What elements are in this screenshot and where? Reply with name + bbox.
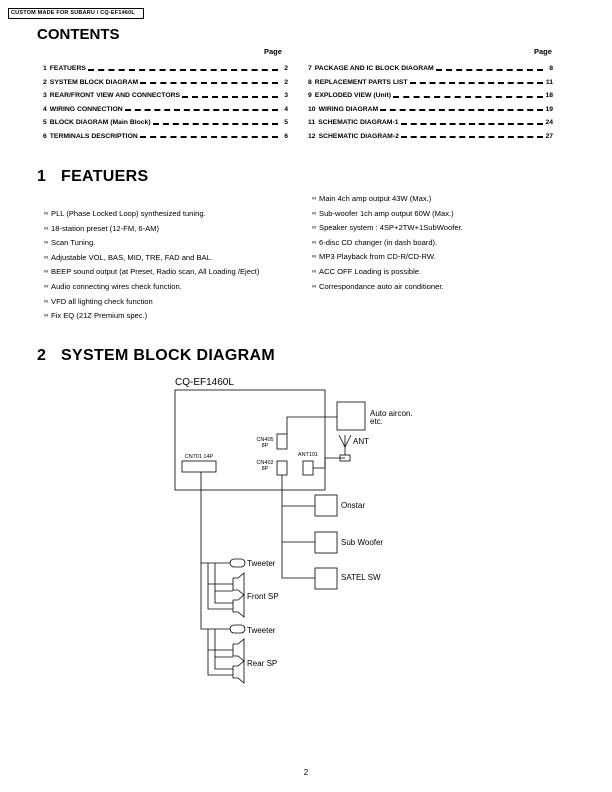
- feature-item: ∞Scan Tuning.: [44, 238, 96, 248]
- onstar-label: Onstar: [341, 501, 366, 510]
- feature-item: ∞Sub-woofer 1ch amp output 60W (Max.): [312, 208, 454, 218]
- feature-item: ∞PLL (Phase Locked Loop) synthesized tun…: [44, 209, 206, 218]
- rear-sp-label: Rear SP: [247, 659, 278, 668]
- feature-item: ∞Adjustable VOL, BAS, MID, TRE, FAD and …: [44, 252, 213, 262]
- feature-item: ∞ACC OFF Loading is possible.: [312, 266, 422, 276]
- unit-name-label: CQ-EF1460L: [175, 377, 234, 388]
- cn701-label: CN701 14P: [184, 454, 214, 460]
- system-block-diagram: CQ-EF1460L CN405 8P CN402 8P ANT101 CN70…: [160, 375, 460, 695]
- toc-page-header-right: Page: [534, 47, 552, 56]
- auto-aircon-label: Auto aircon.: [370, 409, 413, 418]
- front-sp-label: Front SP: [247, 592, 279, 601]
- doc-header-tag: CUSTOM MADE FOR SUBARU / CQ-EF1460L: [8, 8, 144, 19]
- feature-item: ∞Speaker system : 4SP+2TW+1SubWoofer.: [312, 223, 463, 233]
- feature-item: ∞MP3 Playback from CD-R/CD-RW.: [312, 252, 436, 262]
- feature-item: ∞BEEP sound output (at Preset, Radio sca…: [44, 267, 260, 277]
- front-tweeter-label: Tweeter: [247, 559, 276, 568]
- cn402-pins-label: 8P: [261, 466, 269, 472]
- cn405-label: CN405: [256, 437, 274, 443]
- feature-item: ∞Audio connecting wires check function.: [44, 281, 182, 291]
- ant-label: ANT: [353, 437, 369, 446]
- page-number: 2: [303, 768, 309, 777]
- features-left-list: ∞PLL (Phase Locked Loop) synthesized tun…: [44, 207, 289, 324]
- feature-item: ∞6-disc CD changer (in dash board).: [312, 237, 438, 247]
- feature-item: ∞18-station preset (12-FM, 6-AM): [44, 223, 160, 233]
- feature-item: ∞VFD all lighting check function: [44, 296, 153, 306]
- contents-title: CONTENTS: [37, 26, 120, 43]
- diagram-lines: [174, 389, 366, 684]
- cn405-pins-label: 8P: [261, 443, 269, 449]
- toc-page-header-left: Page: [264, 47, 282, 56]
- cn402-label: CN402: [256, 460, 274, 466]
- etc-label: etc.: [370, 417, 383, 426]
- feature-item: ∞Fix EQ (21Z Premium spec.): [44, 311, 148, 321]
- ant101-label: ANT101: [297, 452, 319, 458]
- sub-woofer-label: Sub Woofer: [341, 538, 384, 547]
- rear-tweeter-label: Tweeter: [247, 626, 276, 635]
- feature-item: ∞Main 4ch amp output 43W (Max.): [312, 194, 432, 203]
- satel-sw-label: SATEL SW: [341, 573, 381, 582]
- features-right-list: ∞Main 4ch amp output 43W (Max.) ∞Sub-woo…: [312, 192, 562, 294]
- feature-item: ∞Correspondance auto air conditioner.: [312, 281, 444, 291]
